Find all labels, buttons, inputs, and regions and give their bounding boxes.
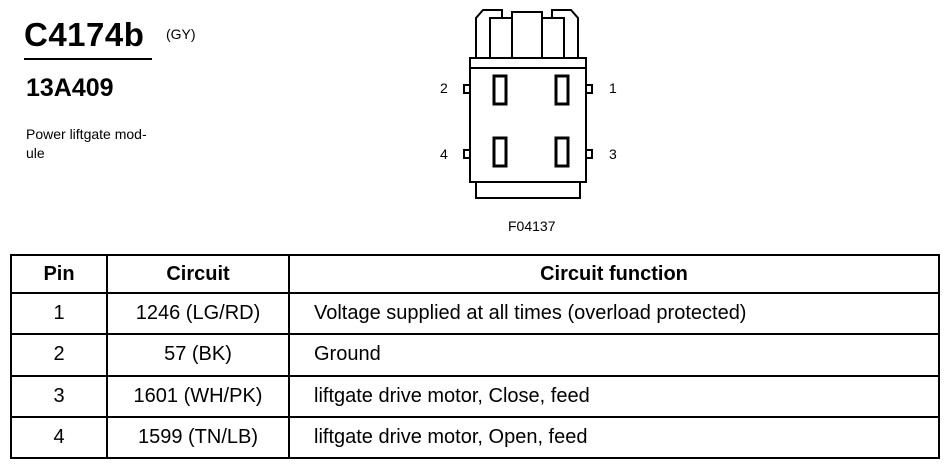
pin-label-1: 1 [609, 80, 617, 96]
part-number: 13A409 [26, 74, 114, 102]
table-row: 1 1246 (LG/RD) Voltage supplied at all t… [10, 291, 940, 336]
function-cell: Voltage supplied at all times (overload … [288, 291, 940, 336]
description-line-2: ule [26, 145, 45, 161]
figure-id: F04137 [508, 218, 556, 234]
table-row: 2 57 (BK) Ground [10, 333, 940, 377]
header-circuit: Circuit [106, 254, 290, 294]
function-cell: liftgate drive motor, Open, feed [288, 415, 940, 460]
pin-cell: 3 [10, 374, 108, 418]
pin-cell: 4 [10, 415, 108, 460]
pin-cell: 1 [10, 291, 108, 336]
circuit-cell: 1601 (WH/PK) [106, 374, 290, 418]
description: Power liftgate mod- ule [26, 125, 201, 163]
pin-label-2: 2 [440, 80, 448, 96]
pin-label-4: 4 [440, 146, 448, 162]
connector-id: C4174b [24, 16, 145, 53]
function-cell: Ground [288, 333, 940, 377]
table-row: 4 1599 (TN/LB) liftgate drive motor, Ope… [10, 415, 940, 460]
circuit-cell: 57 (BK) [106, 333, 290, 377]
pin-cell: 2 [10, 333, 108, 377]
title-underline [24, 58, 152, 60]
header-circuit-function: Circuit function [288, 254, 940, 294]
header-pin: Pin [10, 254, 108, 294]
table-row: 3 1601 (WH/PK) liftgate drive motor, Clo… [10, 374, 940, 418]
color-code: (GY) [166, 26, 196, 42]
circuit-cell: 1599 (TN/LB) [106, 415, 290, 460]
table-header-row: Pin Circuit Circuit function [10, 254, 940, 294]
pin-label-3: 3 [609, 146, 617, 162]
description-line-1: Power liftgate mod- [26, 126, 147, 142]
circuit-cell: 1246 (LG/RD) [106, 291, 290, 336]
function-cell: liftgate drive motor, Close, feed [288, 374, 940, 418]
pinout-table: Pin Circuit Circuit function 1 1246 (LG/… [10, 254, 940, 460]
